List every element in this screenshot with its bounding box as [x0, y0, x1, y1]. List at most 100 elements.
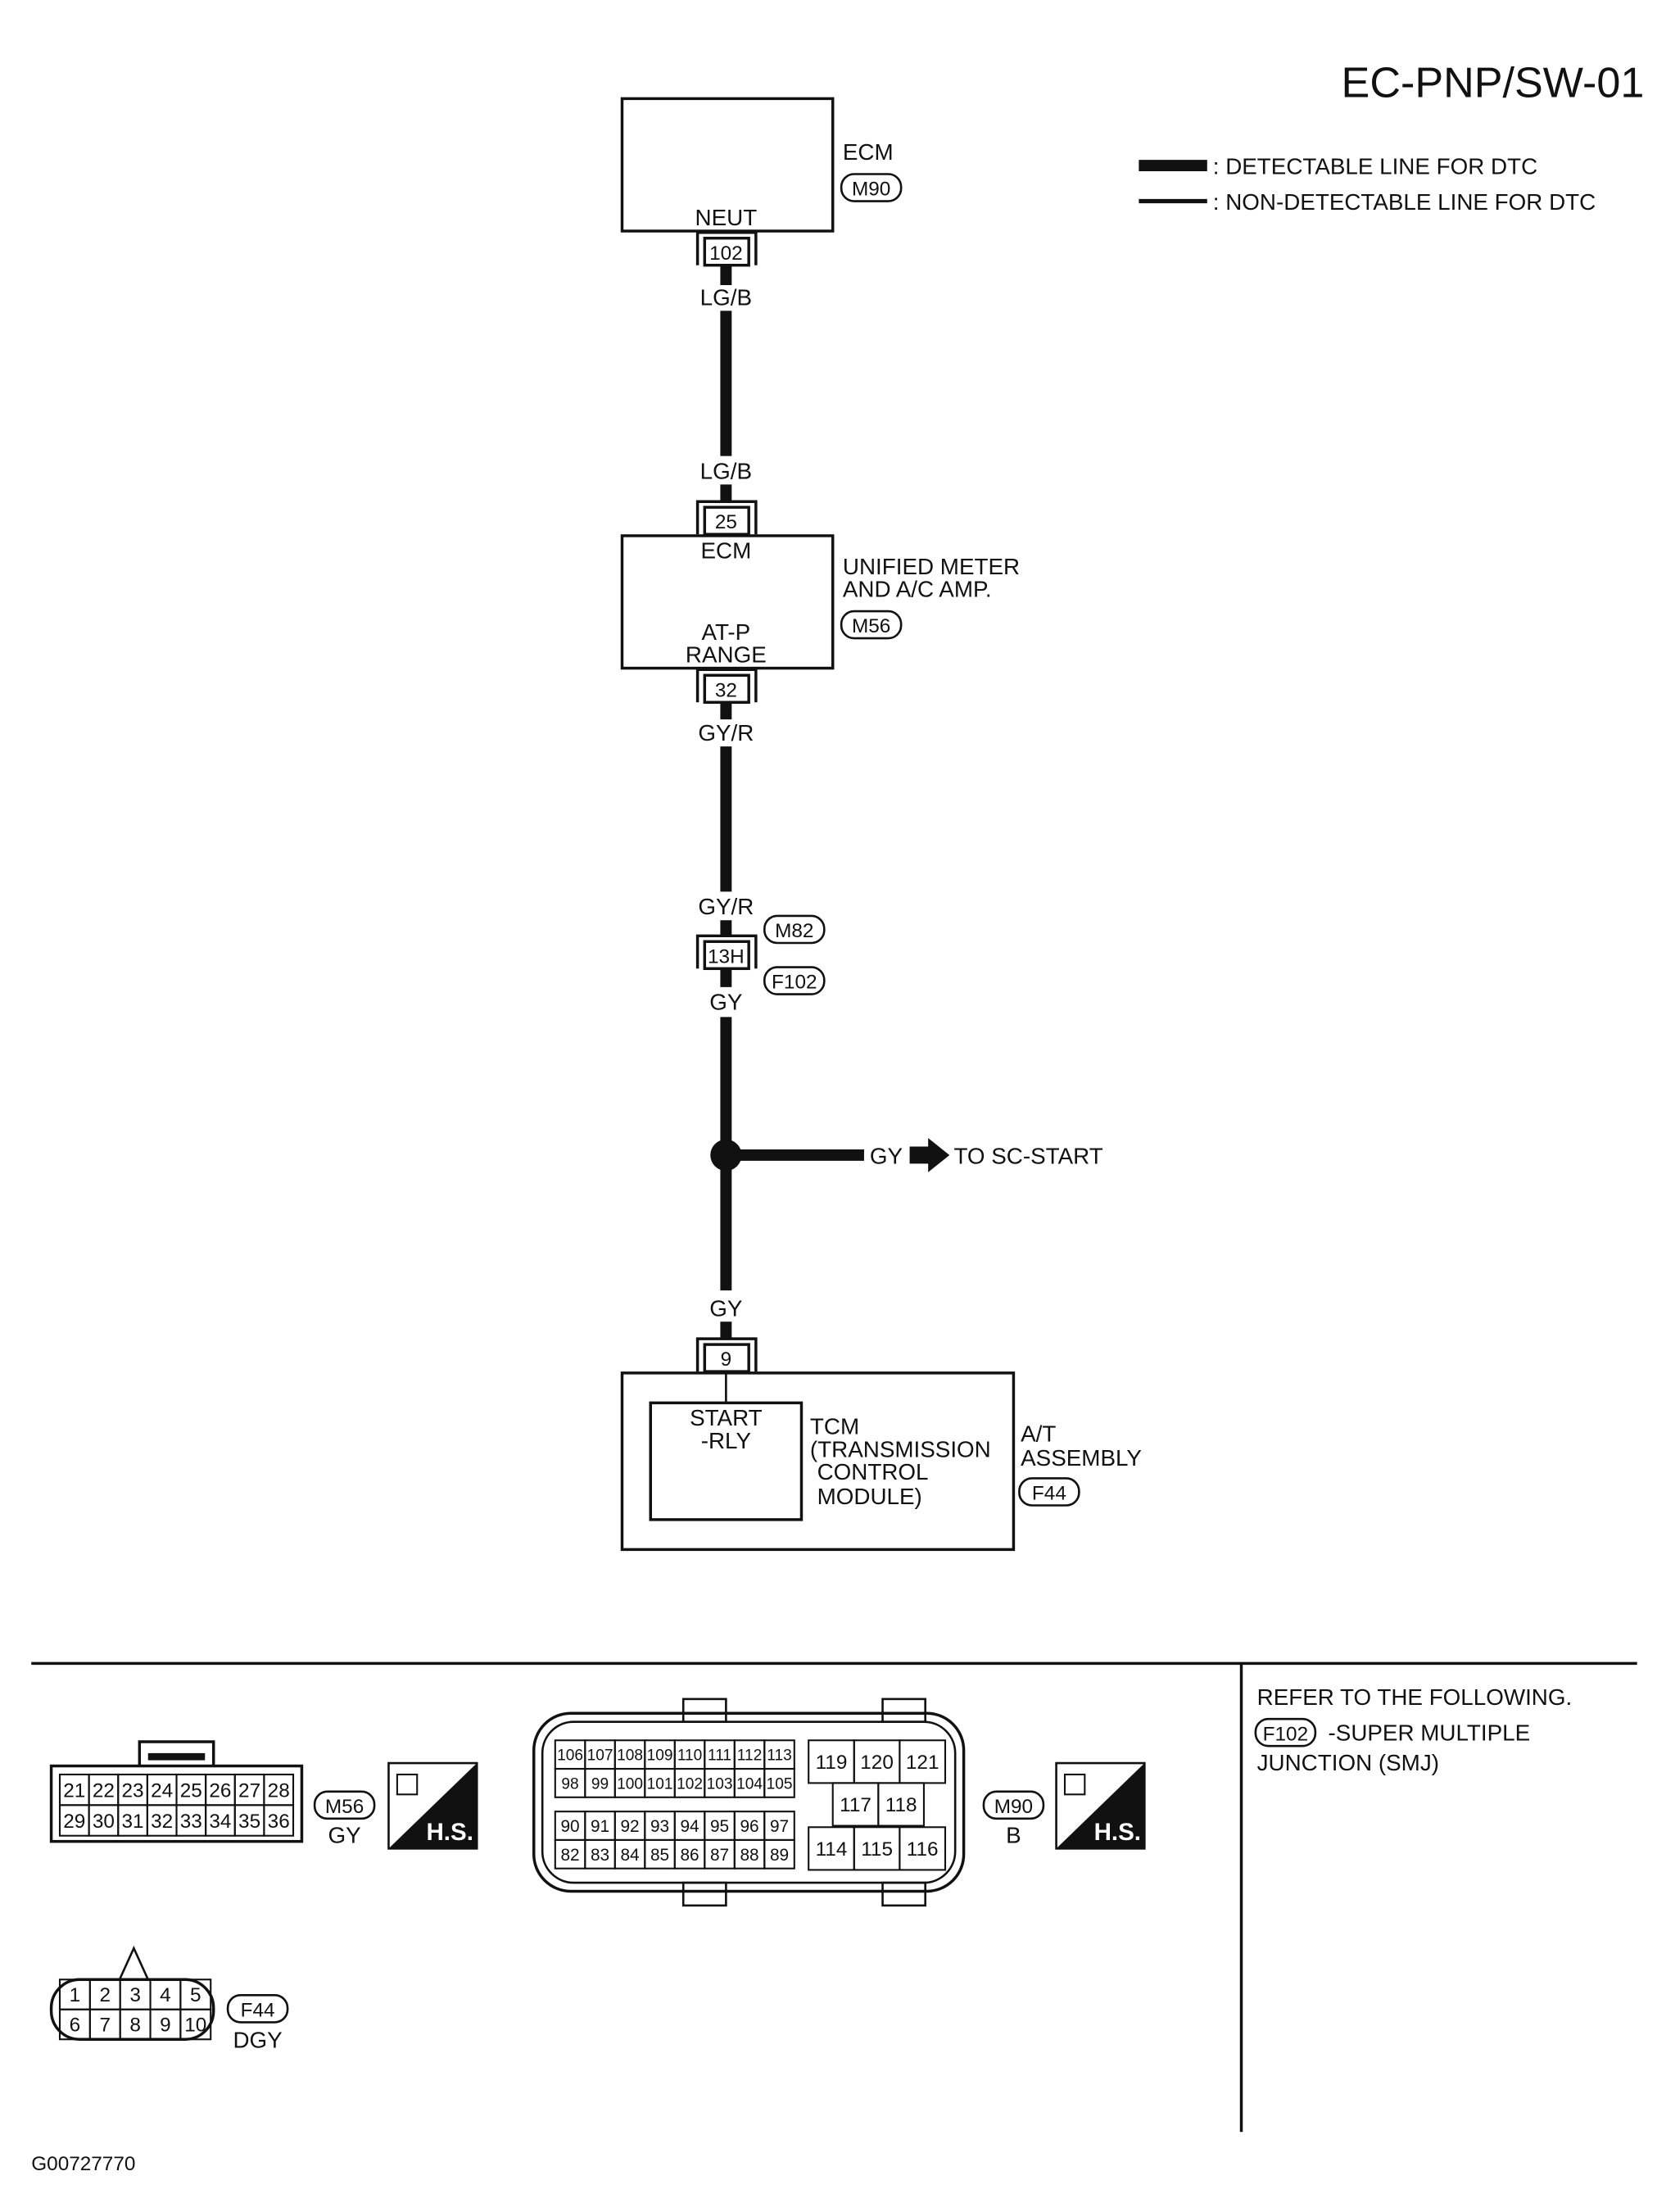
pin-number: 104 [736, 1775, 763, 1793]
svg-text:M56: M56 [852, 615, 890, 637]
meter-atp-label: AT-P [701, 619, 750, 645]
pin-number: 23 [122, 1779, 144, 1802]
pin-number: 90 [560, 1817, 579, 1836]
pin-number: 84 [620, 1846, 639, 1865]
pin-number: 109 [647, 1747, 673, 1765]
pin-number: 26 [209, 1779, 231, 1802]
pin-number: 28 [268, 1779, 290, 1802]
at-assembly-box [620, 1371, 1016, 1552]
wire-color-label: LG/B [700, 284, 752, 310]
pin-number: 35 [238, 1811, 260, 1833]
pin-cell [763, 1767, 795, 1798]
tcm-label-2: (TRANSMISSION [810, 1436, 991, 1462]
page-title: EC-PNP/SW-01 [1342, 60, 1645, 107]
m56-badge: M56 [313, 1790, 376, 1820]
pin-number: 21 [63, 1779, 85, 1802]
pin-number: 100 [617, 1775, 643, 1793]
terminal-number: 32 [715, 679, 737, 701]
pin-number: 94 [680, 1817, 699, 1836]
terminal-102: 102 [695, 231, 758, 267]
pin-number: 33 [180, 1811, 202, 1833]
pin-number: 101 [647, 1775, 673, 1793]
pin-cell [179, 2008, 212, 2041]
tcm-label-3: CONTROL [817, 1459, 929, 1484]
pin-number: 110 [677, 1747, 702, 1765]
pin-number: 2 [99, 1984, 111, 2006]
ecm-connector-badge: M90 [840, 173, 903, 202]
pin-number: 36 [268, 1811, 290, 1833]
pin-number: 116 [907, 1838, 939, 1861]
f44-badge: F44 [1018, 1477, 1080, 1507]
pin-number: 1 [70, 1984, 81, 2006]
meter-ecm-label: ECM [700, 538, 751, 564]
meter-box [620, 534, 835, 670]
svg-text:M82: M82 [775, 920, 813, 942]
pin-number: 88 [740, 1846, 758, 1865]
at-assembly-label: A/T [1021, 1421, 1056, 1446]
wire-color-label: GY [709, 1295, 742, 1321]
wire-color-label: GY [709, 990, 742, 1015]
pin-number: 9 [160, 2015, 171, 2037]
pin-number: 82 [560, 1846, 579, 1865]
pin-number: 25 [180, 1779, 202, 1802]
pin-number: 99 [591, 1775, 609, 1793]
ecm-label: ECM [843, 139, 894, 165]
pin-number: 8 [129, 2015, 141, 2037]
m90-badge: M90 [982, 1790, 1045, 1820]
meter-connector-badge: M56 [840, 610, 903, 640]
branch-destination: TO SC-START [953, 1143, 1102, 1168]
pin-number: 118 [885, 1794, 917, 1816]
note-text-3: JUNCTION (SMJ) [1257, 1750, 1439, 1775]
branch-color-label: GY [870, 1143, 903, 1168]
pin-number: 114 [816, 1838, 848, 1861]
harness-side-icon: H.S. [1055, 1761, 1146, 1850]
pin-number: 106 [557, 1747, 583, 1765]
meter-range-label: RANGE [686, 642, 767, 668]
svg-text:H.S.: H.S. [426, 1819, 473, 1846]
pin-number: 30 [93, 1811, 115, 1833]
svg-text:H.S.: H.S. [1094, 1819, 1141, 1846]
splice-point [710, 1139, 742, 1172]
pin-number: 108 [617, 1747, 643, 1765]
pin-number: 22 [93, 1779, 115, 1802]
pin-number: 83 [591, 1846, 609, 1865]
pin-number: 29 [63, 1811, 85, 1833]
pin-number: 93 [650, 1817, 669, 1836]
pin-cell [763, 1838, 795, 1870]
terminal-number: 25 [715, 511, 737, 533]
svg-text:M90: M90 [994, 1796, 1033, 1818]
wire-color-label: LG/B [700, 458, 752, 483]
pin-number: 105 [767, 1775, 793, 1793]
pin-cell [877, 1782, 925, 1827]
pin-number: 85 [650, 1846, 669, 1865]
arrow-right-icon [909, 1138, 950, 1172]
pin-number: 24 [151, 1779, 173, 1802]
legend-detectable: : DETECTABLE LINE FOR DTC [1213, 153, 1537, 179]
pin-number: 96 [740, 1817, 758, 1836]
pin-number: 102 [677, 1775, 703, 1793]
f102-badge: F102 [763, 966, 826, 995]
note-text-2: -SUPER MULTIPLE [1329, 1720, 1531, 1745]
pin-number: 4 [160, 1984, 171, 2006]
pin-number: 5 [190, 1984, 201, 2006]
pin-number: 34 [209, 1811, 231, 1833]
pin-number: 6 [70, 2015, 81, 2037]
wire-color-label: GY/R [698, 720, 754, 746]
pin-number: 115 [861, 1838, 893, 1861]
svg-text:F102: F102 [1263, 1723, 1308, 1745]
pin-number: 92 [620, 1817, 639, 1836]
f44-connector-badge: F44 [226, 1994, 289, 2024]
terminal-number: 13H [708, 945, 745, 968]
note-text: REFER TO THE FOLLOWING. [1257, 1684, 1573, 1710]
pin-number: 112 [737, 1747, 762, 1765]
meter-name: UNIFIED METER [843, 554, 1020, 579]
pin-number: 103 [707, 1775, 733, 1793]
m90-color: B [1006, 1822, 1021, 1847]
pin-number: 7 [99, 2015, 111, 2037]
pin-number: 32 [151, 1811, 173, 1833]
legend: : DETECTABLE LINE FOR DTC : NON-DETECTAB… [1139, 153, 1596, 215]
pin-number: 107 [587, 1747, 613, 1765]
terminal-number: 9 [721, 1349, 732, 1371]
